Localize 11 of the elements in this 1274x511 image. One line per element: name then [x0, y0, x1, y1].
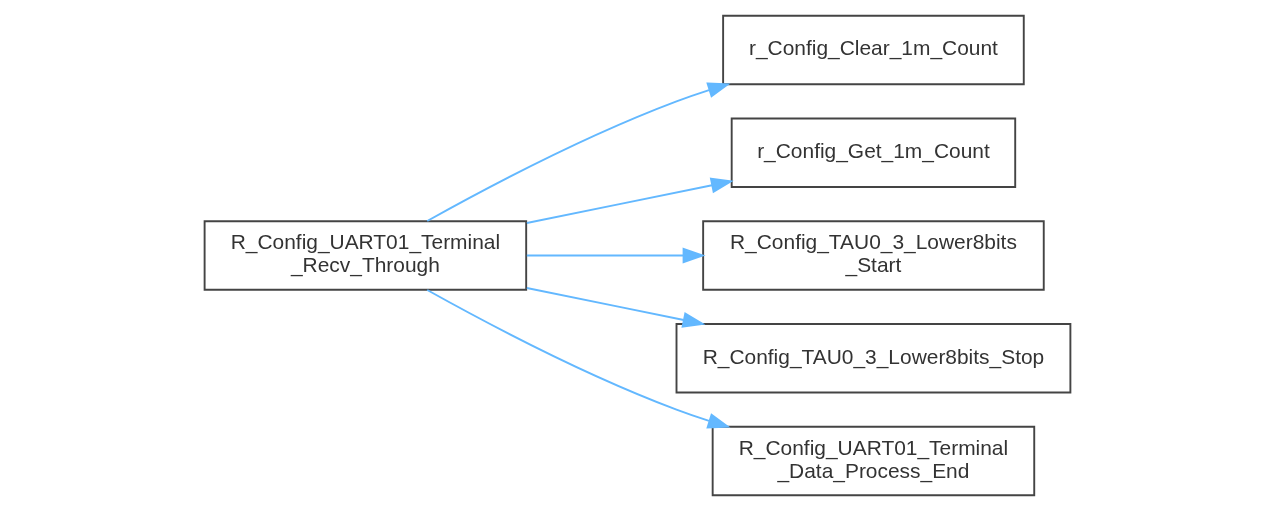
node-box: R_Config_TAU0_3_Lower8bits_Stop [675, 323, 1071, 394]
node-box: R_Config_UART01_Terminal _Data_Process_End [711, 425, 1035, 497]
node-box: R_Config_UART01_Terminal _Recv_Through [203, 220, 527, 291]
node-box: r_Config_Clear_1m_Count [721, 14, 1025, 86]
arrow [525, 287, 705, 328]
arrow [525, 247, 705, 264]
node-box: r_Config_Get_1m_Count [730, 117, 1016, 188]
arrow [425, 82, 730, 222]
node-box: R_Config_TAU0_3_Lower8bits _Start [701, 220, 1045, 291]
arrow [525, 177, 734, 224]
arrow [425, 289, 730, 429]
